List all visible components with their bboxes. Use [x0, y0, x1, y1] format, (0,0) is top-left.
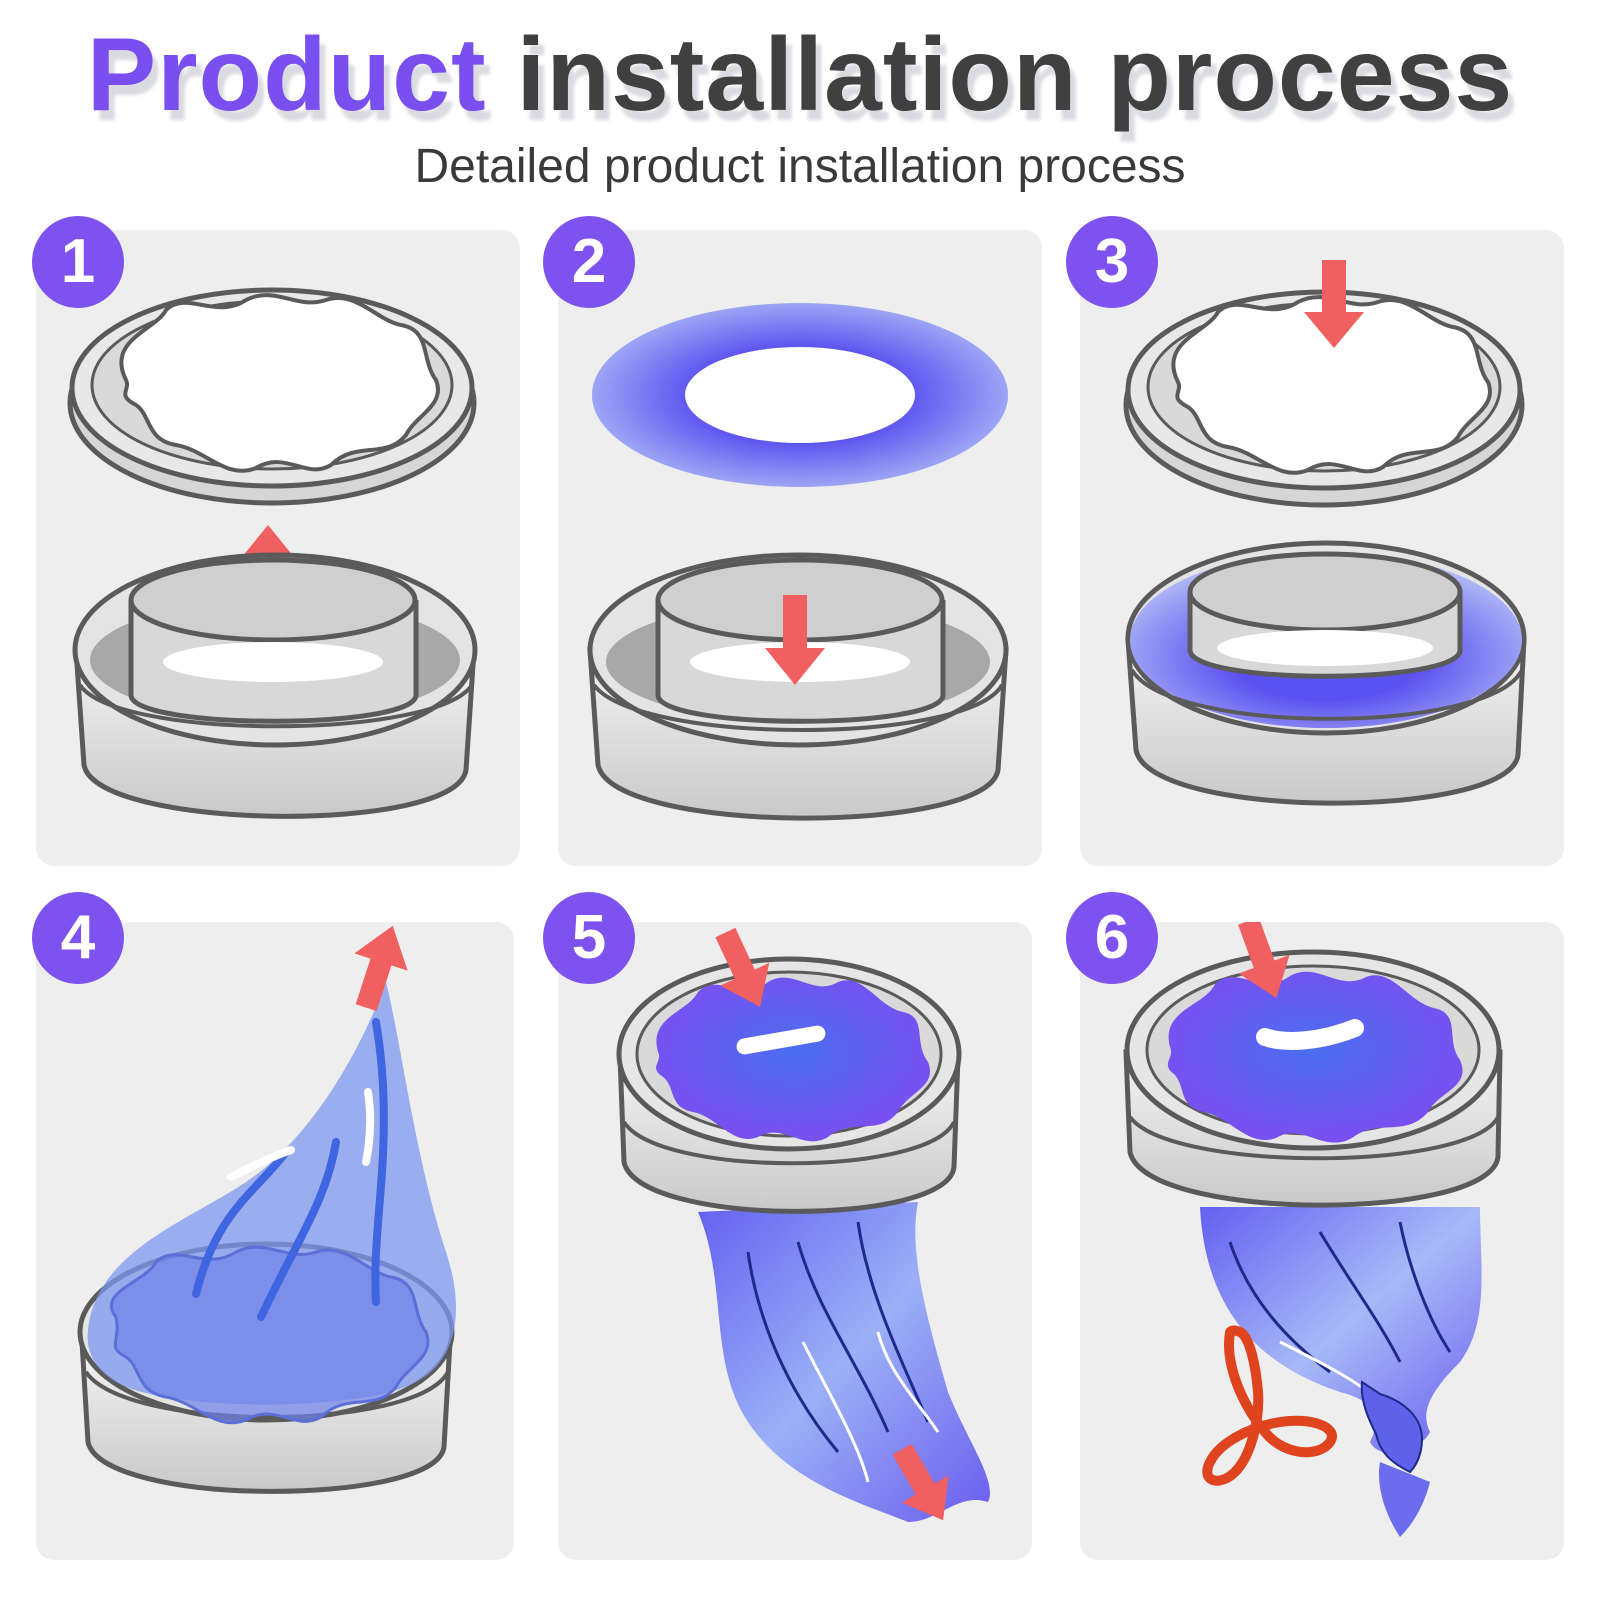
- arrow-down-icon: [1238, 922, 1290, 999]
- step-6-badge: 6: [1066, 892, 1158, 984]
- arrow-down-icon: [892, 1443, 949, 1521]
- watermark-logo-icon: [1202, 1325, 1337, 1486]
- arrow-down-icon: [1304, 260, 1364, 348]
- step-6-illustration: [1123, 922, 1503, 1537]
- sealing-ring: [592, 303, 1008, 487]
- step-5-badge: 5: [543, 892, 635, 984]
- arrow-down-icon: [765, 595, 825, 685]
- step-2-illustration: [587, 303, 1009, 821]
- arrow-down-icon: [715, 927, 770, 1007]
- trash-bag: [698, 1202, 990, 1522]
- base-container: [587, 552, 1009, 821]
- base-container-with-ring: [1125, 540, 1527, 806]
- trash-bag: [1200, 1207, 1482, 1537]
- step-3-illustration: [1123, 260, 1527, 806]
- container-with-bag: [616, 956, 962, 1214]
- page-title: Product installation process: [0, 18, 1600, 132]
- step-4-badge: 4: [32, 892, 124, 984]
- base-container: [72, 552, 478, 819]
- lid-ring: [67, 287, 477, 506]
- arrow-up-icon: [354, 925, 408, 1012]
- step-4-illustration: [77, 925, 456, 1494]
- step-1-illustration: [67, 287, 478, 819]
- title-rest: installation process: [516, 17, 1514, 133]
- step-5-illustration: [616, 927, 990, 1522]
- step-3-badge: 3: [1066, 216, 1158, 308]
- container-with-bag: [1123, 949, 1503, 1208]
- page-subtitle: Detailed product installation process: [414, 140, 1186, 193]
- step-2-badge: 2: [543, 216, 635, 308]
- lid-ring: [1123, 289, 1525, 508]
- trash-bag: [87, 982, 456, 1425]
- step-1-badge: 1: [32, 216, 124, 308]
- title-accent: Product: [86, 17, 487, 133]
